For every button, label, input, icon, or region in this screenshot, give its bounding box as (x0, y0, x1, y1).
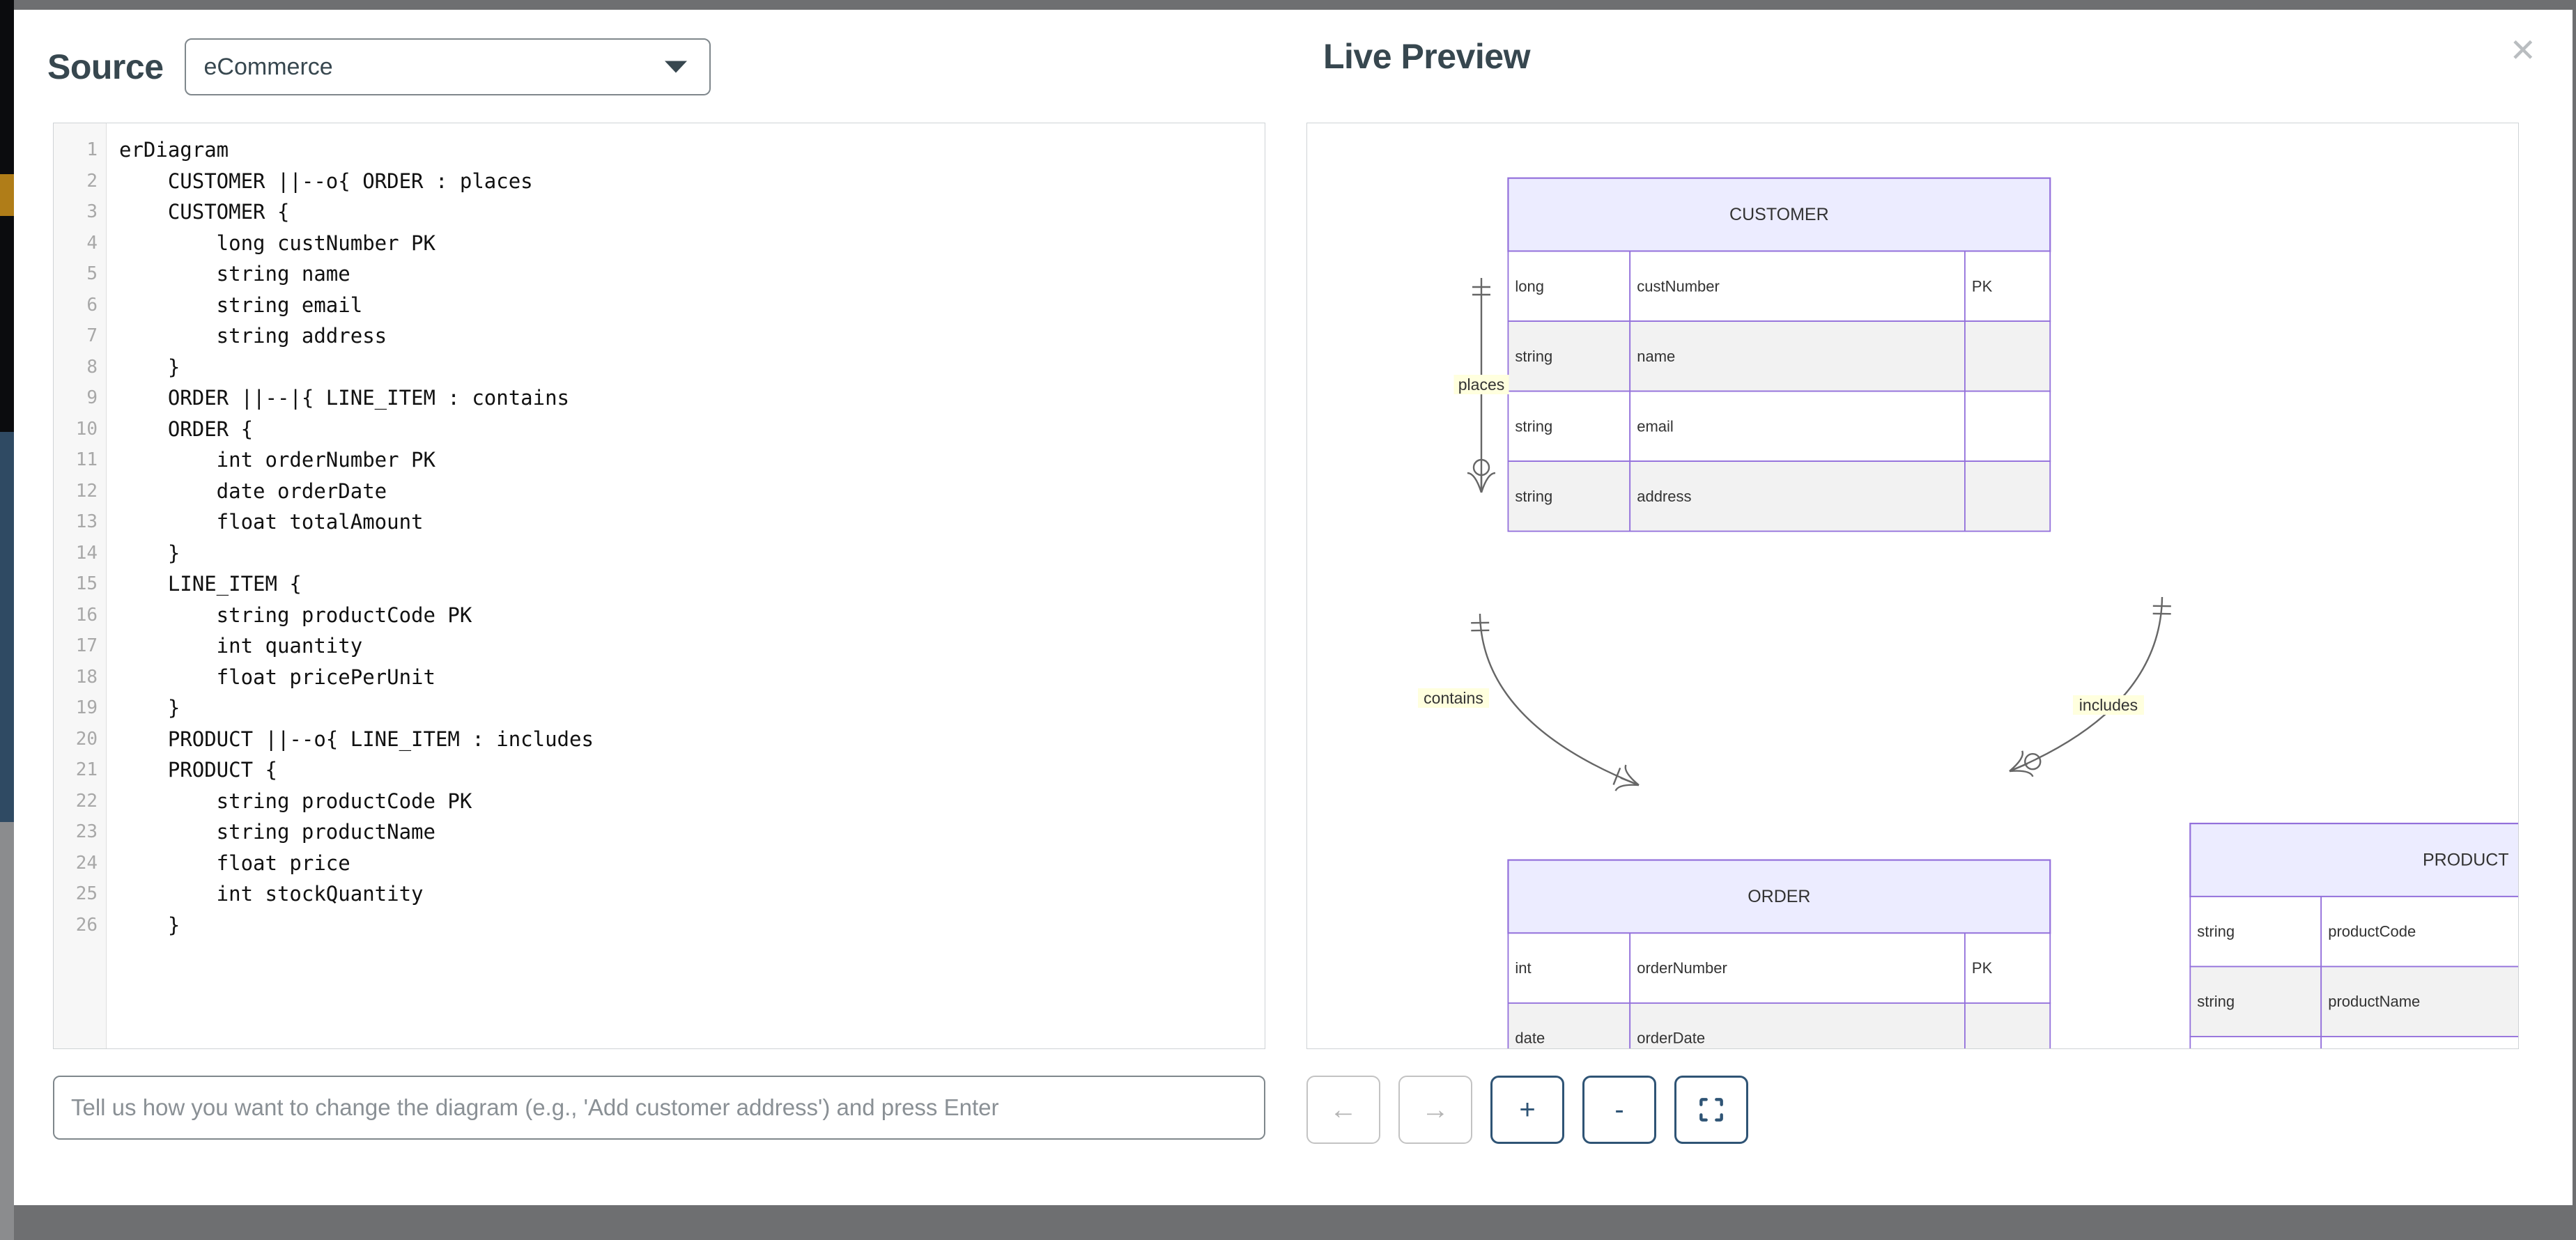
diagram-select-value[interactable]: eCommerce (184, 38, 711, 95)
entity-title: ORDER (1748, 887, 1810, 906)
attr-name: productCode (2328, 923, 2416, 940)
line-number: 12 (75, 480, 98, 502)
relationship-places: places (1453, 278, 1509, 493)
arrow-right-icon: → (1421, 1094, 1449, 1125)
line-number: 18 (75, 666, 98, 688)
relationship-label: includes (2079, 696, 2138, 714)
relationship-label-bg (2073, 695, 2144, 715)
line-number: 20 (75, 728, 98, 750)
entity-product[interactable]: PRODUCTstringproductCodePKstringproductN… (2189, 822, 2519, 1049)
relationship-includes: includes (2009, 596, 2171, 777)
line-number: 9 (86, 387, 98, 408)
attr-name: orderDate (1637, 1030, 1705, 1047)
bg-band-3 (0, 216, 14, 432)
line-number: 13 (75, 511, 98, 532)
entity-order[interactable]: ORDERintorderNumberPKdateorderDatefloatt… (1507, 859, 2051, 1049)
line-number: 16 (75, 604, 98, 626)
attr-name: custNumber (1637, 277, 1720, 295)
attr-type: string (2197, 923, 2235, 940)
bg-band-1 (0, 0, 14, 174)
preview-header: Live Preview ✕ (1306, 10, 2573, 95)
code-content[interactable]: erDiagram CUSTOMER ||--o{ ORDER : places… (119, 138, 594, 937)
line-number: 7 (86, 325, 98, 346)
plus-icon: + (1519, 1094, 1536, 1125)
entity-title: CUSTOMER (1729, 205, 1829, 224)
attr-type: int (1515, 959, 1531, 977)
background-page-strip (0, 0, 14, 1240)
fit-screen-icon (1699, 1098, 1723, 1122)
line-number: 6 (86, 294, 98, 316)
line-number: 26 (75, 914, 98, 936)
bg-band-5 (0, 822, 14, 1240)
diagram-prompt-input[interactable] (53, 1076, 1265, 1140)
attr-type: string (1515, 348, 1552, 365)
attr-type: long (1515, 277, 1544, 295)
pan-right-button[interactable]: → (1398, 1076, 1472, 1144)
line-number: 8 (86, 356, 98, 378)
attr-name: name (1637, 348, 1675, 365)
zoom-out-button[interactable]: - (1582, 1076, 1656, 1144)
relationship-label: contains (1424, 689, 1483, 707)
bg-band-2 (0, 174, 14, 216)
line-number: 24 (75, 852, 98, 874)
line-number: 17 (75, 635, 98, 656)
bg-band-4 (0, 432, 14, 822)
close-icon[interactable]: ✕ (2509, 32, 2536, 68)
relationship-label-bg (1418, 688, 1489, 708)
attr-name: address (1637, 488, 1691, 505)
pan-left-button[interactable]: ← (1306, 1076, 1380, 1144)
prompt-wrapper (53, 1076, 1265, 1140)
chevron-down-icon (664, 61, 687, 73)
arrow-left-icon: ← (1329, 1094, 1357, 1125)
line-number: 23 (75, 821, 98, 842)
source-header: Source eCommerce (14, 10, 1306, 95)
preview-toolbar: ← → + - (1306, 1076, 2573, 1144)
line-number: 1 (86, 139, 98, 160)
source-title: Source (47, 47, 164, 86)
entity-title: PRODUCT (2423, 851, 2509, 870)
relationship-label: places (1458, 375, 1504, 394)
line-number: 25 (75, 883, 98, 904)
attr-type: string (1515, 417, 1552, 435)
fit-screen-button[interactable] (1674, 1076, 1748, 1144)
line-number: 11 (75, 449, 98, 470)
attr-name: email (1637, 417, 1674, 435)
attr-type: string (2197, 993, 2235, 1010)
entity-customer[interactable]: CUSTOMER long custNumber PK string name string… (1507, 177, 2051, 532)
relationship-label-bg (1453, 375, 1509, 394)
line-number: 5 (86, 263, 98, 284)
zoom-in-button[interactable]: + (1490, 1076, 1564, 1144)
line-number: 22 (75, 790, 98, 812)
attr-name: productName (2328, 993, 2420, 1010)
line-number: 10 (75, 418, 98, 440)
attr-name: orderNumber (1637, 959, 1727, 977)
line-number: 3 (86, 201, 98, 222)
attr-type: string (1515, 488, 1552, 505)
diagram-select[interactable]: eCommerce (184, 38, 711, 95)
preview-title: Live Preview (1323, 37, 1530, 76)
line-number: 21 (75, 759, 98, 780)
line-number: 19 (75, 697, 98, 718)
attr-type: date (1515, 1030, 1545, 1047)
relationship-contains: contains (1418, 613, 1640, 791)
line-number: 4 (86, 232, 98, 254)
minus-icon: - (1614, 1094, 1624, 1125)
attr-key: PK (1972, 277, 1993, 295)
line-number: 2 (86, 170, 98, 192)
line-number: 15 (75, 573, 98, 594)
line-number: 14 (75, 542, 98, 564)
attr-key: PK (1972, 959, 1993, 977)
